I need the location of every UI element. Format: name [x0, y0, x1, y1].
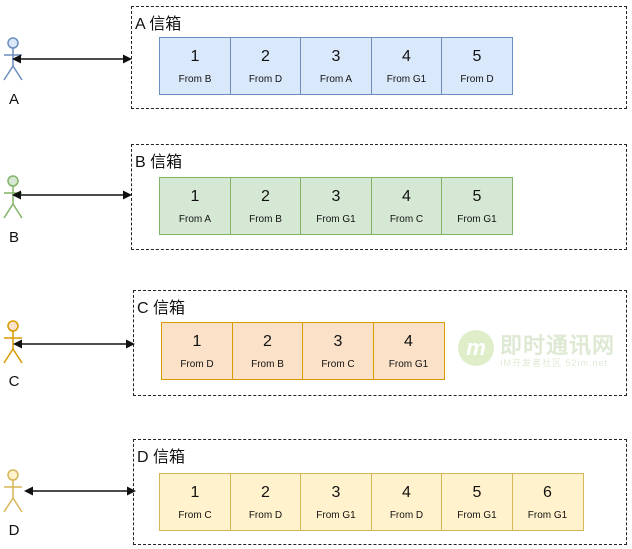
message-number: 2 [261, 48, 270, 65]
message-number: 5 [472, 48, 482, 65]
mailbox-c-title: C 信箱 [137, 300, 186, 317]
message-sender: From B [249, 214, 282, 225]
mailbox-d: D 信箱 [133, 439, 627, 545]
actor-d-icon [3, 469, 23, 513]
actor-b-label: B [8, 229, 19, 246]
message-sender: From D [389, 510, 424, 521]
message-sender: From G1 [316, 510, 356, 521]
actor-a-label: A [8, 91, 19, 108]
mailbox-a: A 信箱 [131, 6, 627, 109]
message-sender: From G1 [527, 510, 568, 521]
actor-b-icon [3, 175, 23, 219]
watermark: m 即时通讯网 IM开发者社区 52im.net [456, 324, 626, 376]
message-number: 5 [472, 484, 482, 501]
message-number: 3 [333, 333, 343, 350]
message-sender: From C [178, 510, 212, 521]
message-sender: From C [389, 214, 424, 225]
message-number: 3 [331, 484, 341, 501]
message-sender: From G1 [386, 74, 427, 85]
arrow-c-icon [13, 339, 135, 349]
message-sender: From D [248, 74, 283, 85]
message-number: 1 [190, 484, 200, 501]
message-sender: From G1 [457, 510, 497, 521]
message-sender: From B [178, 74, 212, 85]
watermark-logo-icon: m [458, 330, 494, 366]
arrow-d-icon [24, 486, 136, 496]
message-number: 2 [263, 333, 272, 350]
actor-c-label: C [8, 373, 20, 390]
message-number: 4 [402, 48, 411, 65]
mailbox-c: C 信箱 [133, 290, 627, 396]
message-sender: From G1 [457, 214, 497, 225]
actor-d-label: D [8, 522, 20, 539]
message-number: 4 [402, 188, 411, 205]
message-sender: From G1 [316, 214, 356, 225]
message-number: 6 [543, 484, 552, 501]
message-number: 2 [261, 484, 270, 501]
message-number: 4 [404, 333, 413, 350]
message-sender: From A [178, 214, 212, 225]
arrow-a-icon [12, 54, 132, 64]
mailbox-a-title: A 信箱 [135, 16, 182, 33]
message-number: 3 [331, 48, 341, 65]
message-number: 5 [472, 188, 482, 205]
message-number: 1 [190, 188, 200, 205]
message-sender: From G1 [388, 359, 429, 370]
message-number: 1 [190, 48, 200, 65]
watermark-sub: IM开发者社区 52im.net [500, 358, 609, 368]
message-number: 4 [402, 484, 411, 501]
mailbox-b: B 信箱 [131, 144, 627, 250]
watermark-brand: 即时通讯网 [500, 333, 616, 358]
message-sender: From B [251, 359, 284, 370]
message-number: 3 [331, 188, 341, 205]
message-sender: From A [319, 74, 353, 85]
mailbox-d-title: D 信箱 [137, 449, 186, 466]
message-number: 2 [261, 188, 270, 205]
actor-c-icon [3, 320, 23, 364]
message-sender: From D [460, 74, 494, 85]
message-sender: From D [248, 510, 283, 521]
mailbox-b-title: B 信箱 [135, 154, 183, 171]
actor-a-icon [3, 37, 23, 81]
message-number: 1 [192, 333, 202, 350]
message-sender: From D [180, 359, 214, 370]
arrow-b-icon [12, 190, 132, 200]
message-sender: From C [321, 359, 355, 370]
